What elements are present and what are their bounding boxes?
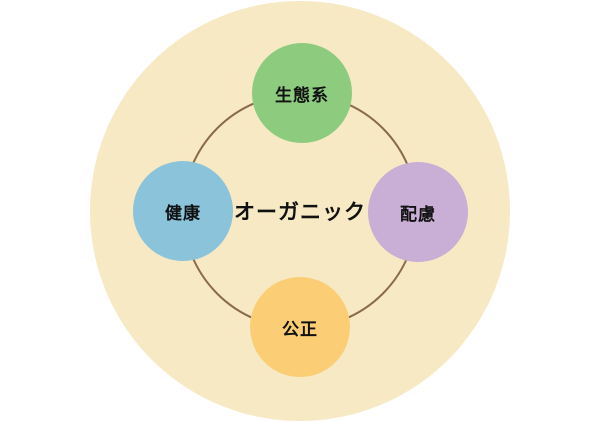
node-consideration-label: 配慮 xyxy=(400,204,436,225)
node-fairness-label: 公正 xyxy=(282,319,318,340)
node-health: 健康 xyxy=(133,161,233,261)
node-fairness: 公正 xyxy=(250,277,350,377)
diagram-center-title: オーガニック xyxy=(234,200,366,224)
node-consideration: 配慮 xyxy=(368,162,468,262)
node-ecosystem-label: 生態系 xyxy=(275,85,329,106)
node-health-label: 健康 xyxy=(165,203,201,224)
node-ecosystem: 生態系 xyxy=(252,43,352,143)
